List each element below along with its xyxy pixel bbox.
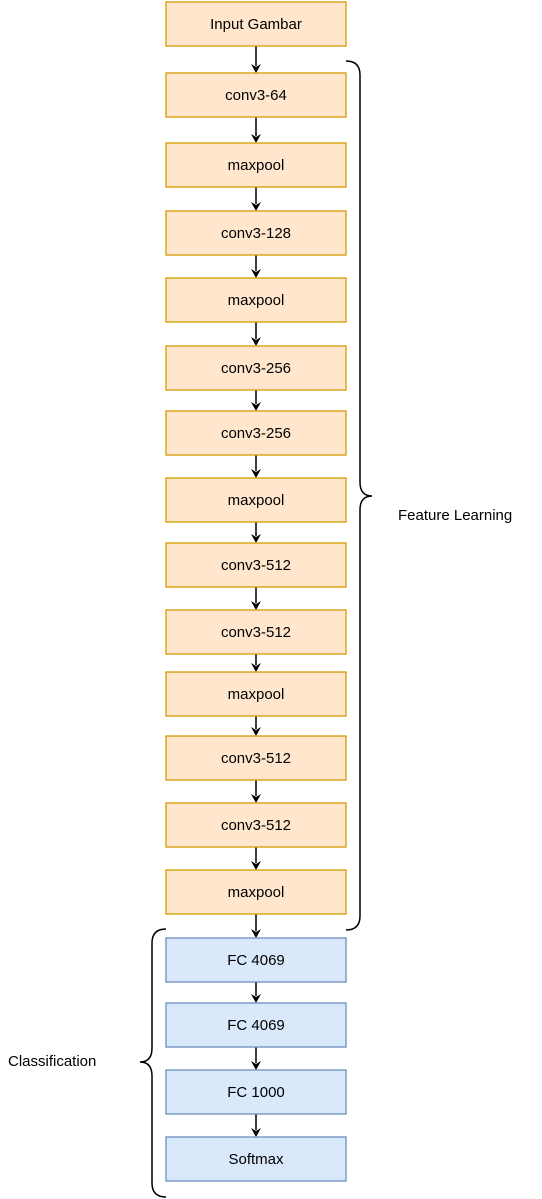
feature-learning-label: Feature Learning	[398, 507, 512, 524]
flow-arrow-head	[251, 1061, 261, 1070]
flow-arrow-head	[251, 269, 261, 278]
layer-label: maxpool	[228, 157, 285, 174]
flow-arrow-head	[251, 134, 261, 143]
flow-arrow-head	[251, 202, 261, 211]
layer-node-maxpool: maxpool	[165, 671, 347, 717]
layer-label: conv3-128	[221, 225, 291, 242]
flow-arrow-head	[251, 337, 261, 346]
flow-arrow-head	[251, 601, 261, 610]
layer-node-softmax: Softmax	[165, 1136, 347, 1182]
layer-label: maxpool	[228, 492, 285, 509]
layer-node-fc-4069: FC 4069	[165, 1002, 347, 1048]
layer-label: Softmax	[228, 1151, 284, 1168]
flow-arrow-head	[251, 929, 261, 938]
flow-arrow-head	[251, 861, 261, 870]
flow-arrow-head	[251, 469, 261, 478]
layer-box	[165, 477, 347, 523]
layer-box	[165, 345, 347, 391]
layer-label: conv3-64	[225, 87, 287, 104]
layer-node-input-gambar: Input Gambar	[165, 1, 347, 47]
layer-label: maxpool	[228, 686, 285, 703]
layer-box	[165, 542, 347, 588]
layer-node-maxpool: maxpool	[165, 477, 347, 523]
layer-label: conv3-256	[221, 425, 291, 442]
layer-label: FC 1000	[227, 1084, 285, 1101]
layer-node-conv3-128: conv3-128	[165, 210, 347, 256]
layer-label: FC 4069	[227, 1017, 285, 1034]
layer-box	[165, 1002, 347, 1048]
layer-box	[165, 410, 347, 456]
layer-node-maxpool: maxpool	[165, 142, 347, 188]
layer-node-maxpool: maxpool	[165, 869, 347, 915]
feature-learning-brace	[345, 60, 373, 931]
layer-label: Input Gambar	[210, 16, 302, 33]
flow-arrow-head	[251, 727, 261, 736]
layer-node-conv3-256: conv3-256	[165, 345, 347, 391]
layer-label: conv3-256	[221, 360, 291, 377]
classification-label: Classification	[8, 1053, 96, 1070]
layer-box	[165, 277, 347, 323]
layer-box	[165, 142, 347, 188]
flow-arrow-head	[251, 794, 261, 803]
flow-arrow-head	[251, 994, 261, 1003]
layer-node-fc-4069: FC 4069	[165, 937, 347, 983]
layer-node-conv3-512: conv3-512	[165, 802, 347, 848]
layer-label: conv3-512	[221, 557, 291, 574]
flow-arrow-head	[251, 534, 261, 543]
layer-box	[165, 735, 347, 781]
flow-arrow-head	[251, 64, 261, 73]
layer-box	[165, 869, 347, 915]
layer-node-conv3-256: conv3-256	[165, 410, 347, 456]
classification-brace	[139, 928, 167, 1198]
layer-box	[165, 1, 347, 47]
layer-box	[165, 210, 347, 256]
flow-arrows	[251, 46, 261, 1137]
layer-label: FC 4069	[227, 952, 285, 969]
layer-box	[165, 609, 347, 655]
layer-node-fc-1000: FC 1000	[165, 1069, 347, 1115]
layer-label: conv3-512	[221, 817, 291, 834]
flow-arrow-head	[251, 663, 261, 672]
flow-arrow-head	[251, 1128, 261, 1137]
layer-label: maxpool	[228, 292, 285, 309]
layer-box	[165, 72, 347, 118]
layer-label: maxpool	[228, 884, 285, 901]
layer-node-conv3-64: conv3-64	[165, 72, 347, 118]
layer-box	[165, 802, 347, 848]
flow-arrow-head	[251, 402, 261, 411]
layer-node-maxpool: maxpool	[165, 277, 347, 323]
layer-node-conv3-512: conv3-512	[165, 735, 347, 781]
layer-label: conv3-512	[221, 750, 291, 767]
layer-nodes: Input Gambar conv3-64 maxpool conv3-128 maxp…	[165, 1, 347, 1182]
layer-node-conv3-512: conv3-512	[165, 542, 347, 588]
layer-box	[165, 671, 347, 717]
layer-node-conv3-512: conv3-512	[165, 609, 347, 655]
layer-box	[165, 937, 347, 983]
layer-box	[165, 1069, 347, 1115]
layer-box	[165, 1136, 347, 1182]
layer-label: conv3-512	[221, 624, 291, 641]
